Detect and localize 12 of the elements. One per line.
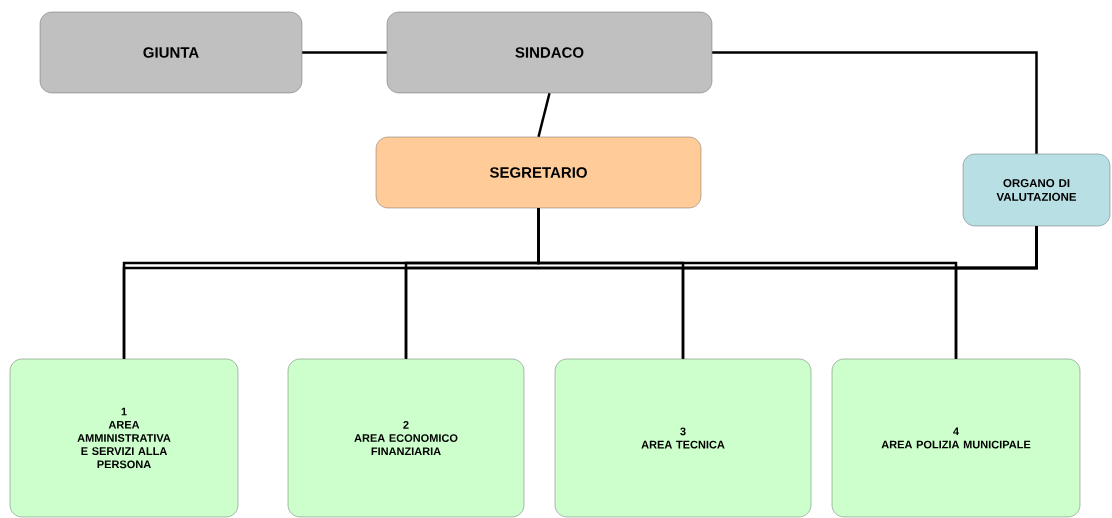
office-box: SEGRETARIO xyxy=(375,136,702,209)
connector-line xyxy=(954,226,1038,359)
area-box: 1 AREA AMMINISTRATIVA E SERVIZI ALLA PERSONA xyxy=(9,358,239,518)
area-box: 3 AREA TECNICA xyxy=(554,358,812,518)
connector-line xyxy=(537,92,551,138)
office-box: SINDACO xyxy=(386,11,713,94)
office-box: ORGANO DI VALUTAZIONE xyxy=(962,153,1111,227)
connector-line xyxy=(712,51,1038,154)
area-box: 2 AREA ECONOMICO FINANZIARIA xyxy=(287,358,525,518)
office-box: GIUNTA xyxy=(39,11,303,94)
connector-line xyxy=(302,51,387,54)
area-box: 4 AREA POLIZIA MUNICIPALE xyxy=(831,358,1081,518)
